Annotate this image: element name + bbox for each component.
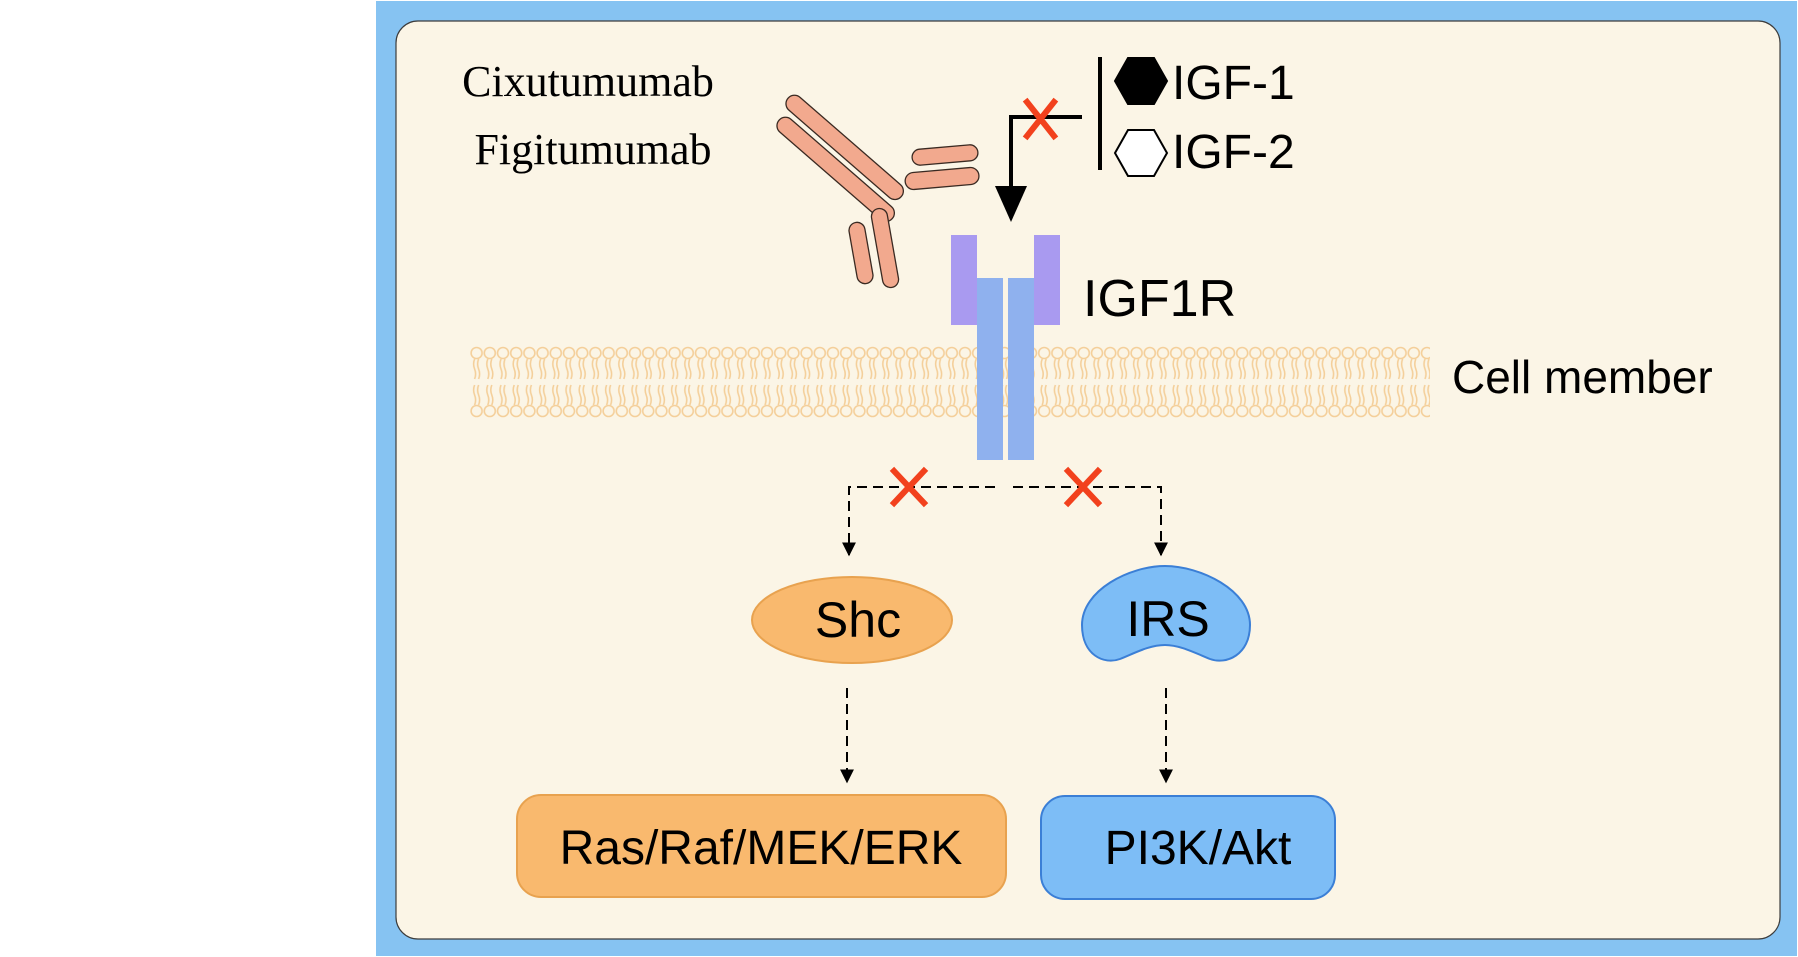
connector-to-shc — [842, 486, 995, 557]
pi3k-akt-label: PI3K/Akt — [1105, 822, 1292, 875]
inhibition-x-icon — [889, 466, 929, 508]
pi3k-akt-box — [1040, 795, 1336, 900]
drug-label-figitumumab: Figitumumab — [474, 125, 711, 174]
igf2-hexagon-icon — [1113, 129, 1169, 177]
cell-membrane — [470, 345, 1430, 420]
shc-label: Shc — [815, 592, 901, 648]
receptor-alpha-right — [1034, 235, 1060, 325]
inhibition-x-icon — [1063, 466, 1103, 508]
shc-node — [751, 576, 953, 664]
drug-label-cixutumumab: Cixutumumab — [462, 57, 714, 106]
ras-raf-mek-erk-label: Ras/Raf/MEK/ERK — [560, 822, 963, 875]
receptor-beta-left — [977, 278, 1003, 460]
ligand-label-igf1: IGF-1 — [1172, 57, 1295, 110]
irs-label: IRS — [1126, 591, 1209, 647]
irs-node — [1080, 564, 1252, 662]
receptor-beta-right — [1008, 278, 1034, 460]
ras-raf-mek-erk-box — [516, 794, 1007, 898]
connector-to-irs — [1013, 486, 1168, 557]
inhibition-x-icon — [1022, 97, 1059, 141]
ligand-label-igf2: IGF-2 — [1172, 126, 1295, 179]
ligand-arrow-head — [995, 186, 1027, 222]
antibody-icon — [776, 94, 980, 289]
downstream-connectors — [840, 486, 1173, 784]
ligand-binding-arrow — [1009, 115, 1082, 190]
membrane-label: Cell member — [1452, 351, 1713, 403]
receptor-alpha-left — [951, 235, 977, 325]
igf1-hexagon-icon — [1113, 57, 1169, 105]
receptor-label: IGF1R — [1083, 270, 1236, 328]
igf1r-receptor — [951, 235, 1060, 460]
